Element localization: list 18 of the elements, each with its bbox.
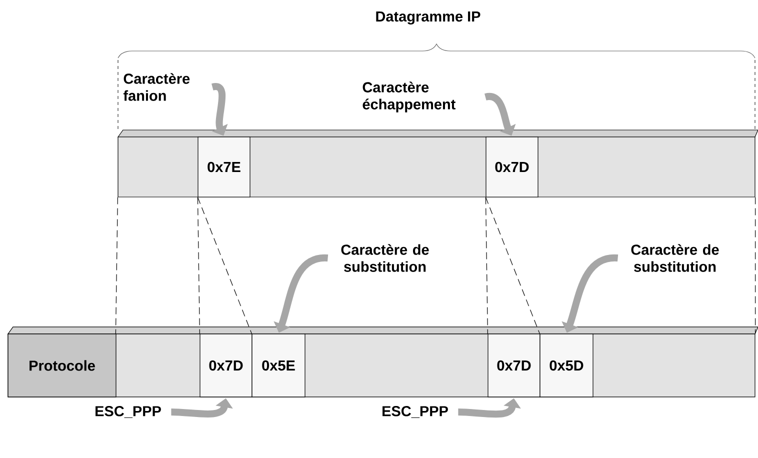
byte-cell: 0x5D — [540, 334, 594, 398]
callout-text: Caractère fanion — [123, 73, 190, 101]
byte-cell: 0x7D — [486, 136, 538, 198]
projection-line — [755, 196, 756, 334]
byte-cell: 0x7D — [488, 334, 540, 398]
callout-text: Caractère de substitution — [631, 244, 719, 272]
header-cell: Protocole — [8, 334, 116, 398]
projection-line — [115, 196, 118, 334]
callout-text: Caractère de substitution — [341, 244, 429, 272]
byte-cell: 0x7E — [198, 136, 250, 198]
projection-line — [197, 196, 200, 334]
callout-text: ESC_PPP — [382, 406, 448, 418]
callout-text: ESC_PPP — [96, 406, 161, 418]
projection-line — [485, 196, 488, 334]
callout-text: Caractère échappement — [362, 82, 456, 112]
byte-cell: 0x5E — [252, 334, 306, 398]
brace-label: Datagramme IP — [376, 11, 480, 25]
byte-cell: 0x7D — [200, 334, 252, 398]
